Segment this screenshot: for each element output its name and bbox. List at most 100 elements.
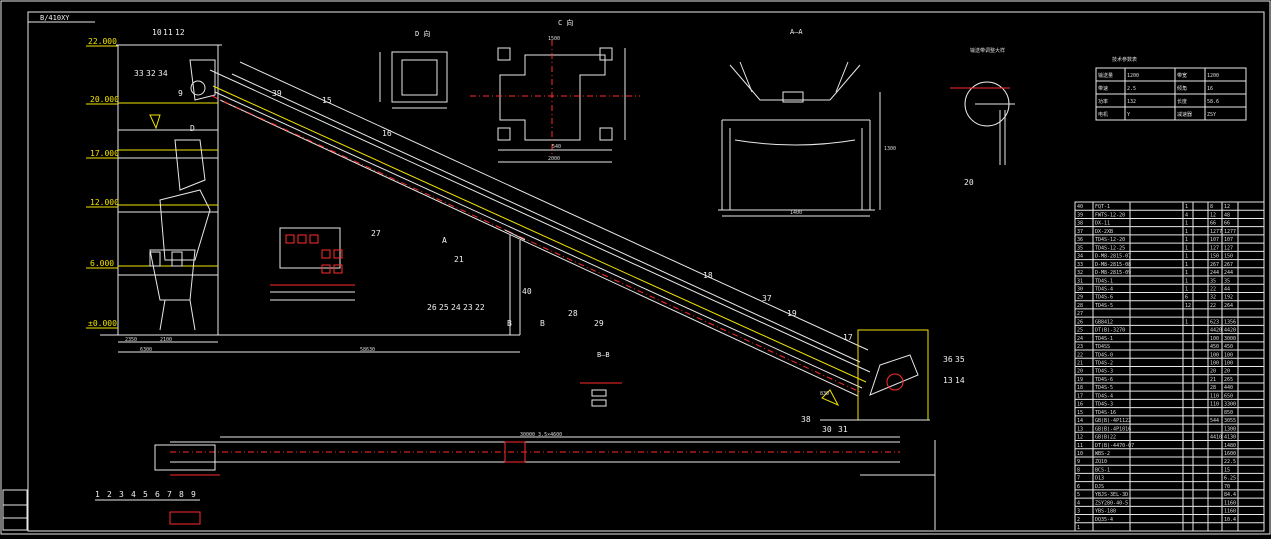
bom-cell: 1 xyxy=(1185,262,1188,268)
spec-cell: 1200 xyxy=(1207,73,1219,79)
bom-cell: DT(B)-4470-07 xyxy=(1095,443,1134,449)
building-structure: 22.000 20.000 17.000 12.000 6.000 ±0.000… xyxy=(86,37,520,353)
bom-cell: 264 xyxy=(1224,303,1233,309)
bom-cell: 37 xyxy=(1077,229,1083,235)
bom-cell: 3000 xyxy=(1224,336,1236,342)
bom-cell: 34 xyxy=(1077,254,1083,260)
svg-text:12.000: 12.000 xyxy=(90,198,119,207)
svg-text:36: 36 xyxy=(943,355,953,364)
bom-cell: 544 xyxy=(1210,418,1219,424)
bom-cell: 127 xyxy=(1224,245,1233,251)
bom-cell: 1480 xyxy=(1224,443,1236,449)
svg-text:A: A xyxy=(442,236,447,245)
bom-cell: 5 xyxy=(1077,492,1080,498)
svg-text:9: 9 xyxy=(191,490,196,499)
bom-cell: 100 xyxy=(1224,352,1233,358)
bom-cell: 100 xyxy=(1210,336,1219,342)
svg-text:B: B xyxy=(540,319,545,328)
spec-cell: 电机 xyxy=(1098,111,1108,118)
svg-text:30: 30 xyxy=(822,425,832,434)
bom-cell: 650 xyxy=(1224,393,1233,399)
svg-text:13: 13 xyxy=(943,376,953,385)
bom-cell: 35 xyxy=(1224,278,1230,284)
svg-text:26: 26 xyxy=(427,303,437,312)
bom-cell: 21 xyxy=(1077,361,1083,367)
svg-text:540: 540 xyxy=(552,144,561,150)
bom-cell: GB(B)-4P1122 xyxy=(1095,418,1131,424)
bom-cell: 1 xyxy=(1185,270,1188,276)
bom-cell: 1 xyxy=(1185,221,1188,227)
bom-cell: 22 xyxy=(1210,286,1216,292)
bom-cell: 127 xyxy=(1210,245,1219,251)
c-view: C 向 1500 540 2000 xyxy=(470,18,640,163)
bom-cell: 1160 xyxy=(1224,509,1236,515)
bom-cell: 24 xyxy=(1077,336,1083,342)
svg-text:58630: 58630 xyxy=(360,347,375,353)
bom-cell: 100 xyxy=(1224,361,1233,367)
bom-cell: 100 xyxy=(1210,361,1219,367)
bom-cell: 38 xyxy=(1077,221,1083,227)
svg-text:8: 8 xyxy=(179,490,184,499)
bom-cell: 6 xyxy=(1185,295,1188,301)
bom-cell: 23 xyxy=(1077,344,1083,350)
bom-cell: 1 xyxy=(1185,254,1188,260)
svg-text:5: 5 xyxy=(143,490,148,499)
svg-text:±0.000: ±0.000 xyxy=(88,319,117,328)
bom-cell: 1 xyxy=(1185,237,1188,243)
bom-cell: 11 xyxy=(1077,443,1083,449)
bottom-numbers: 1 2 3 4 5 6 7 8 9 xyxy=(95,490,200,501)
bom-cell: 150 xyxy=(1224,254,1233,260)
svg-text:C 向: C 向 xyxy=(558,18,573,27)
bom-cell: 107 xyxy=(1210,237,1219,243)
svg-text:40: 40 xyxy=(522,287,532,296)
svg-text:2000: 2000 xyxy=(548,156,560,162)
pulley-detail: 输送带调整大样 xyxy=(950,47,1015,165)
bom-cell: 267 xyxy=(1210,262,1219,268)
drawing-code: B/410XY xyxy=(40,14,70,22)
bom-cell: TD4S-4 xyxy=(1095,393,1113,399)
bom-cell: 20 xyxy=(1224,369,1230,375)
bom-cell: GB8412 xyxy=(1095,319,1113,325)
bom-cell: 2 xyxy=(1077,517,1080,523)
bom-cell: 1 xyxy=(1185,286,1188,292)
bom-cell: 44 xyxy=(1224,286,1230,292)
bom-cell: 4 xyxy=(1185,212,1188,218)
bom-cell: 39 xyxy=(1077,212,1083,218)
bom-cell: 31 xyxy=(1077,278,1083,284)
bom-cell: 267 xyxy=(1224,262,1233,268)
bom-cell: TD4S-4 xyxy=(1095,286,1113,292)
bom-cell: 4420 xyxy=(1210,328,1222,334)
bom-cell: 265 xyxy=(1224,377,1233,383)
bom-cell: 1277 xyxy=(1224,229,1236,235)
spec-cell: 58.6 xyxy=(1207,99,1219,105)
svg-text:28: 28 xyxy=(568,309,578,318)
bom-cell: 15 xyxy=(1077,410,1083,416)
drive-detail xyxy=(270,227,355,301)
plan-view: 30000 3.5×4600 xyxy=(154,432,936,530)
bom-cell: BCS-1 xyxy=(1095,467,1110,473)
bom-cell: ZSY280-40-5 xyxy=(1095,500,1128,506)
svg-text:22.000: 22.000 xyxy=(88,37,117,46)
bom-cell: 22 xyxy=(1210,303,1216,309)
bom-cell: 3 xyxy=(1077,509,1080,515)
svg-text:4: 4 xyxy=(131,490,136,499)
bom-cell: DQ35-4 xyxy=(1095,517,1113,523)
svg-text:1400: 1400 xyxy=(790,210,802,216)
bom-cell: 1 xyxy=(1185,278,1188,284)
bb-view: B—B xyxy=(580,351,622,407)
bom-cell: 150 xyxy=(1210,254,1219,260)
svg-text:17.000: 17.000 xyxy=(90,149,119,158)
spec-cell: Y xyxy=(1127,112,1130,118)
bom-cell: GB(B)22 xyxy=(1095,435,1116,441)
bom-cell: 70 xyxy=(1224,484,1230,490)
bom-cell: FQT-1 xyxy=(1095,204,1110,210)
bom-cell: 20 xyxy=(1210,369,1216,375)
bom-cell: 1160 xyxy=(1224,500,1236,506)
svg-text:20: 20 xyxy=(964,178,974,187)
bom-cell: 4410 xyxy=(1210,435,1222,441)
bom-cell: DT(B)-3270 xyxy=(1095,328,1125,334)
